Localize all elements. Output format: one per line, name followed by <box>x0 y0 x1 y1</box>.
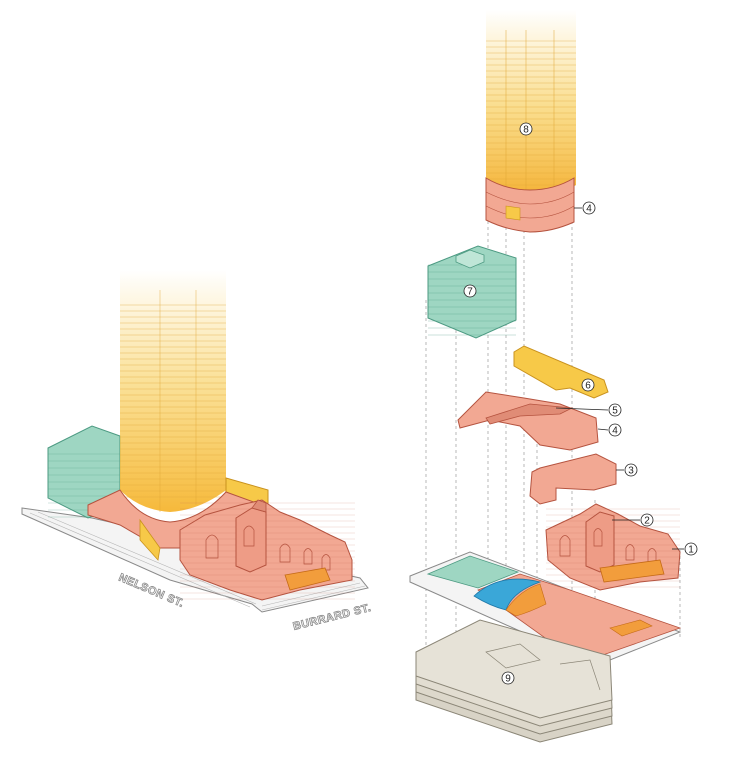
connector-exploded <box>485 403 574 425</box>
church-windows-exploded <box>559 528 657 565</box>
water-feature <box>473 578 542 611</box>
callout-1: 1 <box>672 542 698 556</box>
svg-text:3: 3 <box>628 466 634 477</box>
exploded-view: 8 4 7 6 5 4 3 <box>409 10 698 743</box>
church-tower-exploded <box>585 511 615 573</box>
podium-exploded <box>457 391 599 451</box>
callout-3: 3 <box>616 463 638 477</box>
landscape-green <box>426 555 520 589</box>
callout-6: 6 <box>581 378 595 392</box>
callout-7: 7 <box>463 284 477 298</box>
annex-block-exploded <box>529 453 617 505</box>
svg-text:5: 5 <box>612 406 618 417</box>
assembled-view: NELSON ST. BURRARD ST. <box>21 270 373 633</box>
plaza-accent-left <box>284 567 331 591</box>
callout-2: 2 <box>612 513 654 527</box>
svg-text:1: 1 <box>688 545 694 556</box>
tower-exploded-floors <box>486 40 576 190</box>
svg-text:8: 8 <box>523 125 529 136</box>
callout-5: 5 <box>555 403 622 417</box>
callout-8: 8 <box>519 122 533 136</box>
svg-text:2: 2 <box>644 516 650 527</box>
amenity-exploded <box>513 345 609 399</box>
callout-4-upper: 4 <box>574 201 596 215</box>
tower-left-floors <box>120 300 226 500</box>
svg-text:9: 9 <box>505 674 511 685</box>
svg-text:7: 7 <box>467 287 473 298</box>
callout-9: 9 <box>501 671 515 685</box>
street-label-burrard: BURRARD ST. <box>292 602 373 633</box>
callout-4-lower: 4 <box>597 423 622 437</box>
svg-text:6: 6 <box>585 381 591 392</box>
church-windows-left <box>205 525 331 571</box>
svg-text:4: 4 <box>586 204 592 215</box>
svg-text:4: 4 <box>612 426 618 437</box>
church-tower-left <box>235 507 267 573</box>
